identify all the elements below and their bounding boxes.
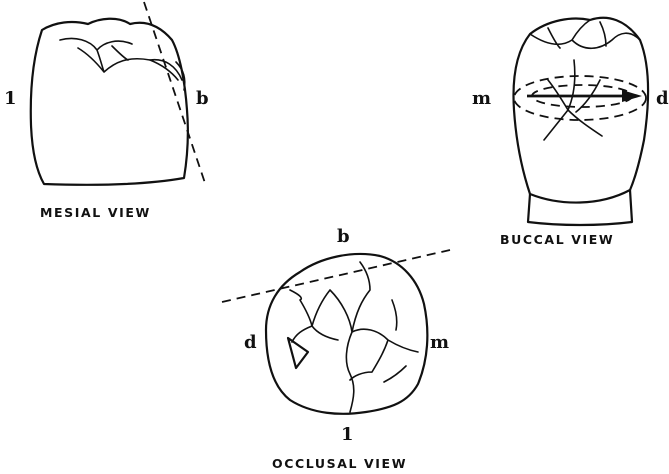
occlusal-left-label: d — [244, 332, 257, 353]
mesial-crown-outline — [31, 19, 188, 185]
buccal-groove — [544, 60, 602, 140]
mesial-fissure-detail — [60, 38, 178, 80]
occlusal-top-label: b — [337, 226, 350, 247]
mesial-view-title: MESIAL VIEW — [40, 205, 151, 220]
occlusal-view-title: OCCLUSAL VIEW — [272, 456, 407, 471]
occlusal-fissure-pattern — [290, 262, 418, 412]
buccal-view-title: BUCCAL VIEW — [500, 232, 614, 247]
occlusal-bottom-label: 1 — [341, 424, 354, 445]
buccal-right-label: d — [656, 88, 669, 109]
occlusal-distal-pit-triangle — [288, 338, 308, 368]
mesial-view: 1 b MESIAL VIEW — [4, 2, 209, 220]
buccal-arrow-head — [622, 90, 642, 102]
occlusal-right-label: m — [430, 332, 449, 353]
mesial-left-label: 1 — [4, 88, 17, 109]
occlusal-view: b d m 1 OCCLUSAL VIEW — [222, 226, 450, 471]
buccal-left-label: m — [472, 88, 491, 109]
occlusal-outline — [266, 254, 427, 414]
mesial-right-label: b — [196, 88, 209, 109]
buccal-view: m d BUCCAL VIEW — [472, 18, 669, 247]
